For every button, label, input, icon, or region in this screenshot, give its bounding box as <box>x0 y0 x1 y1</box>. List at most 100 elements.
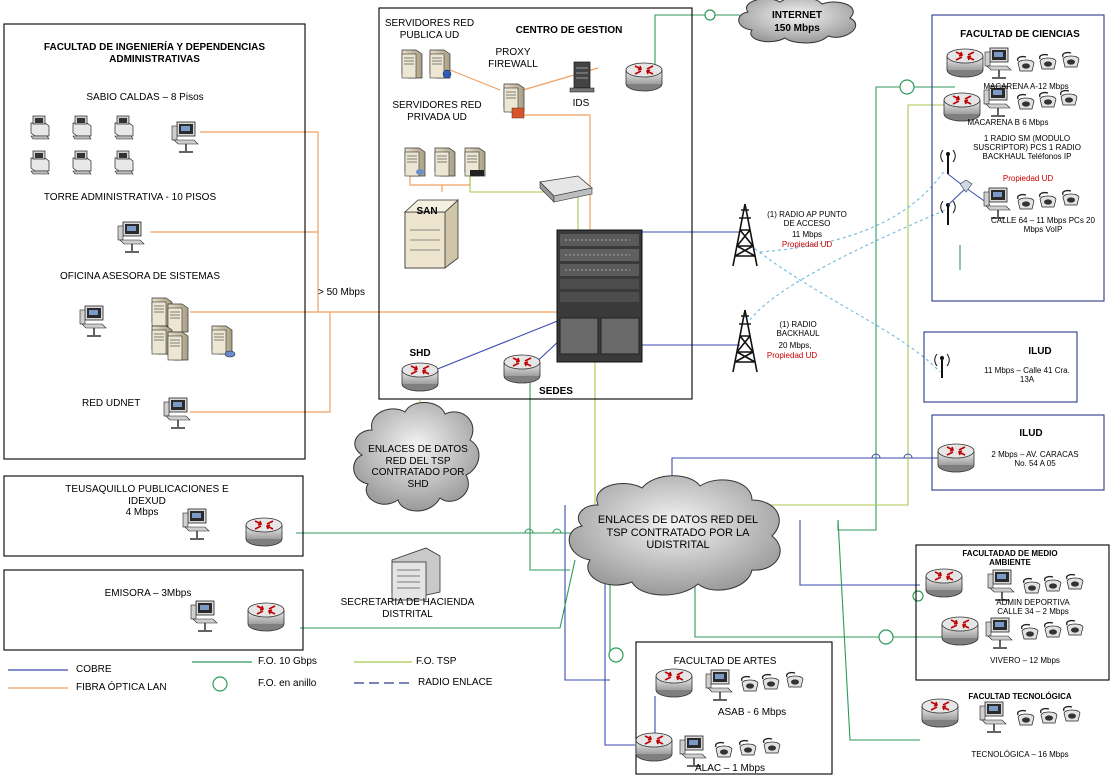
vivero-label: VIVERO – 12 Mbps <box>990 656 1060 665</box>
ids-icon <box>569 61 595 93</box>
radio-ap-speed: 11 Mbps <box>791 230 823 239</box>
admin-deportiva-phones <box>1022 573 1084 594</box>
sedes-router-icon <box>503 354 541 384</box>
alac-phones <box>714 737 781 758</box>
udnet-workstation-icon <box>163 397 191 429</box>
shd-router-icon <box>401 362 439 392</box>
internet-cloud <box>738 0 857 44</box>
udnet-label: RED UDNET <box>82 398 141 409</box>
ciencias-radio-text: 1 RADIO SM (MODULO SUSCRIPTOR) PCS 1 RAD… <box>973 134 1081 162</box>
legend-lines <box>8 661 412 692</box>
core-switch-chassis-icon <box>556 229 643 363</box>
oficina-workstation-icon <box>79 305 107 337</box>
tecnologica-title: FACULTAD TECNOLÓGICA <box>968 692 1072 701</box>
macarena-b-label: MACARENA B 6 Mbps <box>967 118 1049 127</box>
legend-tsp-label: F.O. TSP <box>416 656 457 667</box>
torre-label: TORRE ADMINISTRATIVA - 10 PISOS <box>43 192 217 203</box>
sabio-caldas-computers <box>30 115 134 175</box>
fo-10g-links <box>296 14 961 741</box>
radio-backhaul-tower-icon <box>732 309 758 373</box>
line-crossings <box>524 453 913 534</box>
ilud2-router-icon <box>937 443 975 473</box>
ingenieria-title: FACULTAD DE INGENIERÍA Y DEPENDENCIAS AD… <box>43 42 266 65</box>
radio-backhaul-speed: 20 Mbps, <box>778 341 812 350</box>
ids-label: IDS <box>572 98 590 109</box>
tsp-cloud-label: ENLACES DE DATOS RED DEL TSP CONTRATADO … <box>597 514 759 552</box>
private-servers-label: SERVIDORES RED PRIVADA UD <box>392 100 482 123</box>
legend-fo10-label: F.O. 10 Gbps <box>258 656 317 667</box>
ilud2-text: 2 Mbps – AV. CARACAS No. 54 A 05 <box>991 450 1079 469</box>
internet-router-icon <box>625 62 663 92</box>
macarena-a-phones <box>1016 51 1080 72</box>
oficina-servers-icon <box>151 297 236 361</box>
macarena-a-router-icon <box>946 48 984 78</box>
tecnologica-label: TECNOLÓGICA – 16 Mbps <box>971 750 1069 759</box>
alac-label: ALAC – 1 Mbps <box>694 763 766 774</box>
radio-backhaul-label: (1) RADIO BACKHAUL <box>776 320 820 339</box>
legend-anillo-label: F.O. en anillo <box>258 678 317 689</box>
emisora-label: EMISORA – 3Mbps <box>104 588 192 599</box>
radio-ap-owner: Propiedad UD <box>781 240 833 249</box>
asab-router-icon <box>655 668 693 698</box>
public-servers-icon <box>401 49 452 79</box>
public-servers-label: SERVIDORES RED PUBLICA UD <box>384 18 475 41</box>
internet-label: INTERNET <box>772 10 822 21</box>
legend-fibra-lan-label: FIBRA ÓPTICA LAN <box>76 682 167 693</box>
san-storage-icon <box>403 199 460 269</box>
tecnologica-router-icon <box>921 698 959 728</box>
teusaquillo-pc-icon <box>182 508 210 540</box>
proxy-firewall-label: PROXY FIREWALL <box>488 47 538 70</box>
san-label: SAN <box>416 206 438 217</box>
admin-deportiva-label: ADMIN DEPORTIVA CALLE 34 – 2 Mbps <box>996 598 1070 617</box>
macarena-b-router-icon <box>943 92 981 122</box>
sabio-workstation-icon <box>171 121 199 153</box>
emisora-router-icon <box>247 602 285 632</box>
calle64-label: CALLE 64 – 11 Mbps PCs 20 Mbps VoIP <box>991 216 1095 235</box>
teusaquillo-router-icon <box>245 517 283 547</box>
vivero-phones <box>1020 619 1084 640</box>
asab-label: ASAB - 6 Mbps <box>717 707 787 718</box>
fiber-lan-links <box>150 67 599 413</box>
asab-phones <box>740 671 804 692</box>
alac-router-icon <box>635 732 673 762</box>
internet-speed: 150 Mbps <box>774 23 820 34</box>
tecnologica-phones <box>1016 705 1081 726</box>
vivero-pc-icon <box>985 617 1013 649</box>
artes-title: FACULTAD DE ARTES <box>673 656 777 667</box>
legend-radio-label: RADIO ENLACE <box>418 677 493 688</box>
macarena-b-phones <box>1016 89 1078 110</box>
macarena-a-pc-icon <box>984 47 1012 79</box>
sedes-label: SEDES <box>539 386 573 397</box>
shd-label: SHD <box>409 348 431 359</box>
asab-pc-icon <box>705 669 733 701</box>
shd-cloud <box>353 402 480 512</box>
torre-workstation-icon <box>117 221 145 253</box>
radio-ap-tower-icon <box>732 203 758 267</box>
ilud2-title: ILUD <box>1019 428 1043 439</box>
ciencias-title: FACULTAD DE CIENCIAS <box>960 29 1080 40</box>
speed-50-label: > 50 Mbps <box>318 287 365 298</box>
private-servers-icon <box>404 147 486 177</box>
radio-backhaul-owner: Propiedad UD <box>766 351 818 360</box>
calle64-pc-icon <box>983 187 1011 219</box>
macarena-a-label: MACARENA A-12 Mbps <box>983 82 1069 91</box>
legend-cobre-label: COBRE <box>76 664 112 675</box>
teusaquillo-label: TEUSAQUILLO PUBLICACIONES E IDEXUD <box>65 484 229 507</box>
ciencias-antenna-1-icon <box>939 149 957 175</box>
calle64-phones <box>1016 189 1080 210</box>
vivero-router-icon <box>941 616 979 646</box>
firewall-brick <box>511 107 525 119</box>
lan-switch-icon <box>539 175 593 203</box>
teusaquillo-speed: 4 Mbps <box>125 507 159 518</box>
alac-pc-icon <box>679 735 707 767</box>
ambiente-title: FACULTADAD DE MEDIO AMBIENTE <box>962 549 1058 568</box>
emisora-pc-icon <box>190 600 218 632</box>
hacienda-server-icon <box>391 547 441 601</box>
admin-deportiva-router-icon <box>925 568 963 598</box>
radio-ap-label: (1) RADIO AP PUNTO DE ACCESO <box>767 210 847 229</box>
hacienda-label: SECRETARIA DE HACIENDA DISTRITAL <box>340 597 475 620</box>
ring-markers <box>608 9 924 663</box>
sabio-caldas-label: SABIO CALDAS – 8 Pisos <box>86 92 204 103</box>
